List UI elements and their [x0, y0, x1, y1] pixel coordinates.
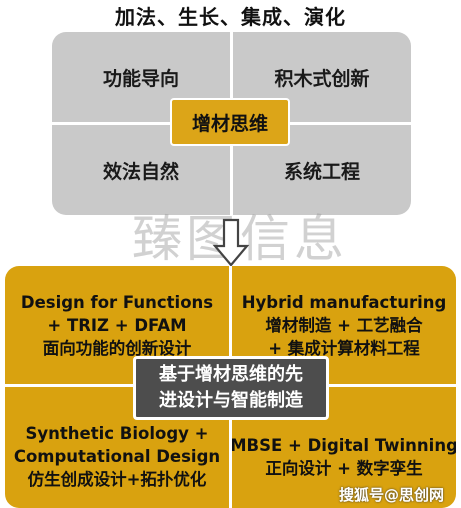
lower-bottom-right-line-1: MBSE + Digital Twinning — [230, 435, 456, 455]
lower-top-left-cell: Design for Functions + TRIZ + DFAM 面向功能的… — [5, 266, 229, 384]
lower-center-box: 基于增材思维的先 进设计与智能制造 — [133, 356, 329, 420]
lower-bottom-right-cell: MBSE + Digital Twinning 正向设计 + 数字孪生 — [230, 387, 456, 508]
site-watermark: 搜狐号@思创网 — [338, 485, 444, 504]
down-arrow-icon — [212, 218, 250, 267]
lower-top-left-line-1: Design for Functions — [20, 292, 214, 312]
lower-bottom-right-line-2: 正向设计 + 数字孪生 — [265, 458, 423, 478]
lower-top-right-cell: Hybrid manufacturing 增材制造 + 工艺融合 + 集成计算材… — [232, 266, 456, 384]
upper-center-box: 增材思维 — [170, 98, 290, 146]
lower-top-right-line-1: Hybrid manufacturing — [241, 292, 447, 312]
lower-center-line-1: 基于增材思维的先 — [159, 364, 303, 385]
diagram-title: 加法、生长、集成、演化 — [115, 4, 346, 29]
lower-bottom-left-line-3: 仿生创成设计+拓扑优化 — [27, 470, 207, 489]
upper-top-right-cell: 积木式创新 — [274, 67, 370, 90]
lower-top-right-line-3: + 集成计算材料工程 — [268, 338, 420, 358]
lower-top-left-line-2: + TRIZ + DFAM — [47, 315, 187, 335]
lower-center-line-2: 进设计与智能制造 — [159, 390, 303, 411]
upper-top-left-cell: 功能导向 — [102, 67, 179, 90]
lower-top-left-line-3: 面向功能的创新设计 — [42, 338, 192, 358]
lower-bottom-left-cell: Synthetic Biology + Computational Design… — [5, 387, 229, 508]
lower-bottom-left-line-2: Computational Design — [13, 447, 221, 466]
lower-bottom-left-line-1: Synthetic Biology + — [25, 424, 209, 443]
upper-bottom-left-cell: 效法自然 — [102, 160, 179, 183]
lower-top-right-line-2: 增材制造 + 工艺融合 — [265, 315, 423, 335]
upper-bottom-right-cell: 系统工程 — [283, 160, 360, 183]
